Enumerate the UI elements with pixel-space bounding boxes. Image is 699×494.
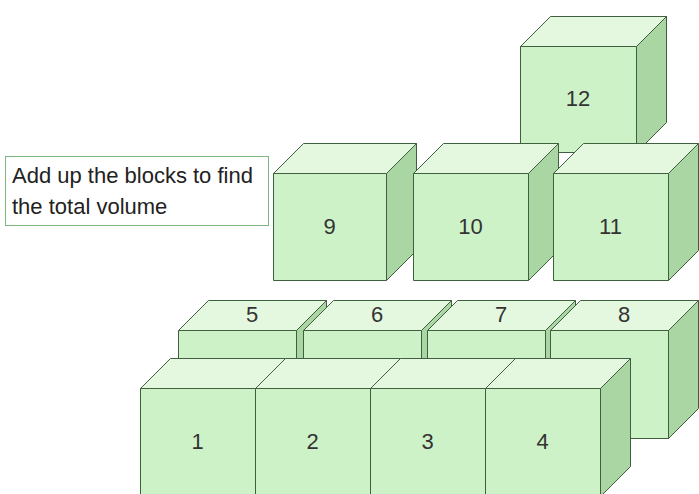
cube-face	[141, 389, 256, 494]
number-holder: 5	[193, 300, 311, 330]
cube-face	[601, 359, 631, 494]
cube-face	[414, 174, 529, 281]
volume-cube: 9	[273, 143, 418, 282]
cube-face	[387, 144, 417, 281]
block-number: 3	[421, 431, 433, 453]
number-holder: 11	[553, 173, 668, 280]
cube-face	[554, 174, 669, 281]
number-holder: 10	[413, 173, 528, 280]
cube-drawing	[553, 143, 699, 282]
block-number: 6	[371, 304, 383, 326]
volume-cube: 11	[553, 143, 699, 282]
block-number: 9	[323, 216, 335, 238]
cube-face	[521, 47, 637, 153]
block-number: 8	[618, 304, 630, 326]
volume-cube: 4	[485, 358, 632, 494]
number-holder: 4	[485, 388, 600, 494]
cube-drawing	[413, 143, 560, 282]
volume-cube: 10	[413, 143, 560, 282]
note-text: Add up the blocks to find the total volu…	[12, 160, 262, 222]
cube-face	[637, 17, 667, 153]
cube-drawing	[485, 358, 632, 494]
volume-cube: 12	[520, 16, 668, 154]
block-number: 2	[306, 431, 318, 453]
cube-face	[256, 389, 371, 494]
number-holder: 7	[442, 300, 560, 330]
number-holder: 3	[370, 388, 485, 494]
note-box: Add up the blocks to find the total volu…	[5, 156, 269, 226]
number-holder: 2	[255, 388, 370, 494]
block-number: 11	[599, 216, 622, 238]
cube-drawing	[520, 16, 668, 154]
block-number: 5	[246, 304, 258, 326]
cube-face	[274, 174, 387, 281]
number-holder: 12	[520, 46, 636, 152]
block-number: 10	[458, 216, 482, 238]
block-number: 7	[495, 304, 507, 326]
block-number: 12	[566, 88, 590, 110]
cube-face	[669, 144, 699, 281]
number-holder: 6	[318, 300, 436, 330]
number-holder: 9	[273, 173, 386, 280]
cube-face	[486, 389, 601, 494]
cube-drawing	[273, 143, 418, 282]
number-holder: 8	[565, 300, 683, 330]
cube-face	[371, 389, 486, 494]
block-number: 4	[536, 431, 548, 453]
cube-face	[669, 301, 699, 439]
block-number: 1	[191, 431, 203, 453]
number-holder: 1	[140, 388, 255, 494]
